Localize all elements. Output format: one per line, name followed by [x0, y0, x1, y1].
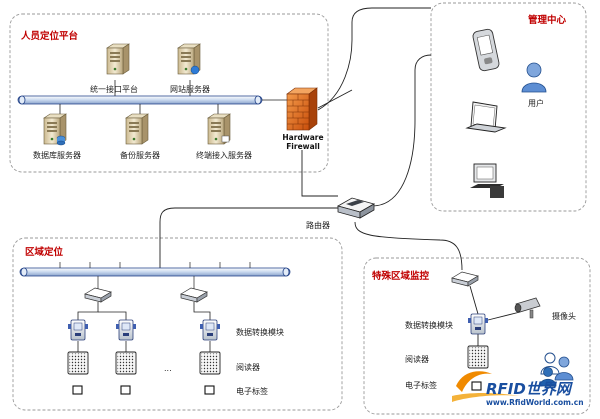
label-terminal-server: 终端接入服务器: [196, 151, 252, 160]
regional-tag-3-icon: [204, 385, 215, 395]
rfidworld-logo: [452, 371, 520, 402]
zone-title-regional: 区域定位: [25, 247, 64, 258]
regional-converter-1-icon: [67, 319, 89, 341]
regional-reader-2-icon: [115, 351, 137, 375]
label-router: 路由器: [306, 221, 330, 230]
label-web-server: 网站服务器: [170, 85, 210, 94]
label-regional-reader: 阅读器: [236, 363, 260, 372]
zone-title-personnel: 人员定位平台: [21, 31, 79, 42]
special-converter-icon: [467, 313, 489, 335]
regional-wiring: [77, 302, 211, 352]
regional-switch-right-icon: [180, 287, 208, 303]
server-web-icon: [177, 43, 201, 75]
firewall-label-line1: Hardware: [282, 133, 324, 142]
server-database-icon: [43, 113, 67, 146]
label-special-tag: 电子标签: [405, 381, 437, 390]
label-regional-ellipsis: ...: [164, 364, 172, 373]
pda-icon: [472, 28, 500, 72]
regional-reader-3-icon: [199, 351, 221, 375]
connection-lines: [159, 7, 521, 346]
watermark-brand: RFID世界网: [486, 380, 571, 398]
label-special-converter: 数据转换模块: [405, 321, 453, 330]
server-unified-interface-icon: [106, 43, 130, 75]
server-terminal-icon: [207, 113, 231, 145]
regional-tag-2-icon: [120, 385, 131, 395]
label-regional-converter: 数据转换模块: [236, 328, 284, 337]
label-unified-interface: 统一接口平台: [90, 85, 138, 94]
zone-regional-positioning: [12, 237, 343, 411]
zone-title-management: 管理中心: [528, 15, 567, 26]
user-icon: [521, 62, 547, 93]
label-regional-tag: 电子标签: [236, 387, 268, 396]
label-database-server: 数据库服务器: [33, 151, 81, 160]
router-icon: [336, 197, 376, 219]
regional-converter-3-icon: [199, 319, 221, 341]
camera-icon: [514, 297, 541, 319]
label-user: 用户: [528, 99, 544, 108]
firewall-icon: [286, 87, 318, 131]
zone-management-center: [430, 2, 587, 212]
label-special-reader: 阅读器: [405, 355, 429, 364]
special-switch-icon: [451, 271, 479, 287]
desktop-pc-icon: [470, 163, 504, 198]
special-reader-icon: [467, 345, 489, 369]
server-backup-icon: [125, 113, 149, 145]
zone-special-monitoring: [363, 257, 591, 415]
regional-bus: [19, 262, 291, 290]
regional-tag-1-icon: [72, 385, 83, 395]
personnel-bus: [17, 80, 288, 116]
regional-converter-2-icon: [115, 319, 137, 341]
watermark-url: www.RfidWorld.com.cn: [486, 398, 584, 407]
special-tag-icon: [471, 381, 482, 391]
people-group-icon: [539, 352, 574, 387]
label-camera: 摄像头: [552, 312, 576, 321]
zone-title-special: 特殊区域监控: [372, 271, 430, 282]
zone-personnel-platform: [9, 13, 329, 173]
firewall-label: Hardware Firewall: [282, 133, 324, 151]
firewall-label-line2: Firewall: [286, 142, 320, 151]
regional-switch-left-icon: [84, 287, 112, 303]
regional-reader-1-icon: [67, 351, 89, 375]
label-backup-server: 备份服务器: [120, 151, 160, 160]
laptop-icon: [465, 101, 507, 133]
